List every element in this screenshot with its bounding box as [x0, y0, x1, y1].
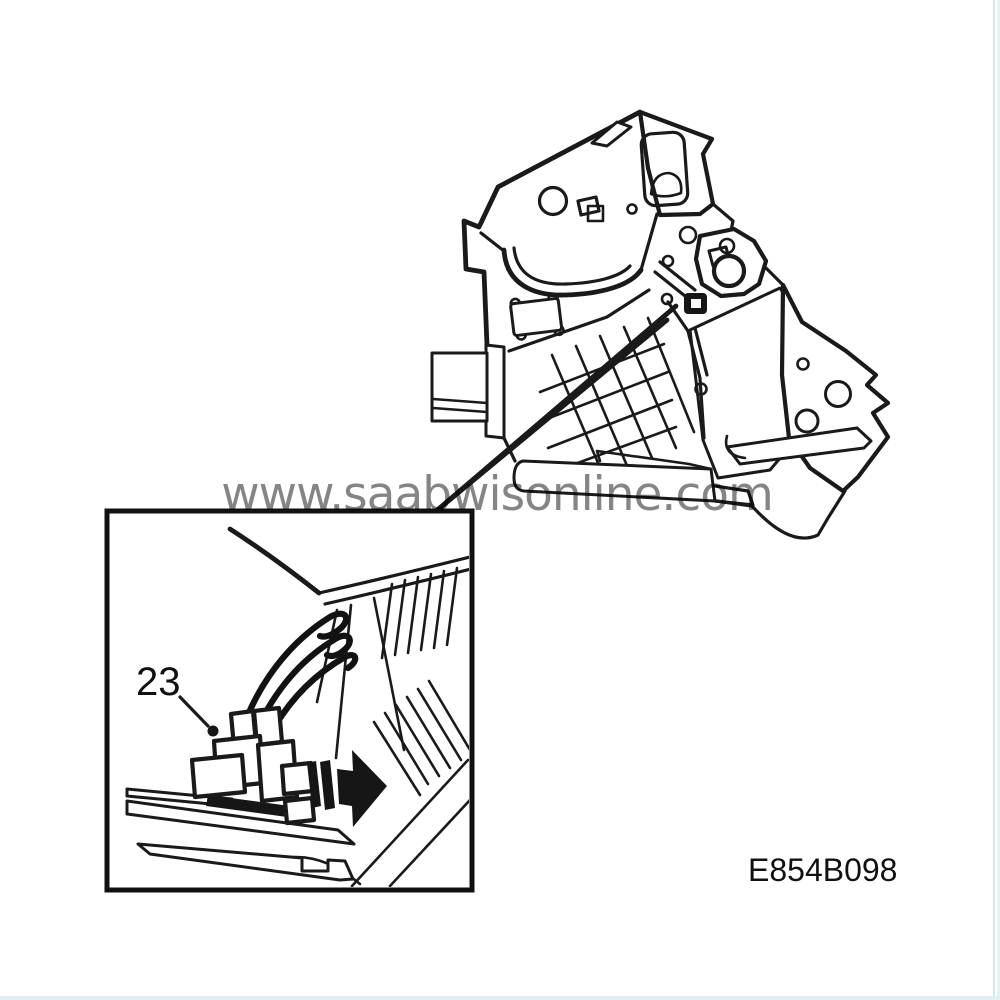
lid-tab — [586, 204, 605, 223]
lid-fold-line — [479, 231, 506, 253]
blower-scroll-outer — [501, 247, 644, 298]
wire-3 — [271, 652, 359, 730]
actuator-shaft-circle — [711, 253, 747, 289]
duct-opening — [639, 130, 690, 208]
bracket-bolt-circle — [796, 357, 810, 371]
figure-code: E854B098 — [748, 852, 897, 888]
mid-panel-top-edge — [507, 288, 651, 353]
removal-direction-arrow-icon — [307, 750, 387, 827]
detail-box: 23 — [104, 508, 475, 893]
right-edge-tint-outer — [997, 0, 1000, 1000]
door-bolt-circle — [694, 382, 708, 396]
lower-diagonals — [350, 758, 469, 887]
right-arrow-icon — [337, 750, 387, 827]
duct-inner-curve — [649, 171, 683, 198]
connector-base — [206, 795, 290, 817]
hinge-pin-circle — [626, 203, 638, 215]
arch-band-bottom — [323, 567, 469, 606]
actuator-bolt-circle — [678, 225, 698, 245]
lid-notch — [576, 195, 601, 217]
housing-left-outline — [461, 109, 643, 348]
blower-box-vents — [431, 397, 489, 414]
connector-23-slot — [691, 299, 701, 308]
connector-wing — [189, 752, 248, 800]
callout-leader-line — [178, 695, 210, 728]
bottom-edge-tint — [0, 996, 1000, 1000]
upper-stripe-hatch — [380, 566, 459, 660]
bottom-tray — [512, 459, 717, 503]
lid-cap — [590, 120, 633, 148]
callout-23: 23 — [136, 660, 219, 737]
small-bolt-circle — [660, 292, 674, 306]
connector-23-detail — [189, 705, 317, 826]
connector-latch — [282, 795, 317, 826]
small-bolt-circle — [661, 254, 675, 268]
resistor-body — [509, 297, 564, 337]
wire-bundle — [243, 610, 359, 730]
wire-2 — [257, 632, 353, 725]
blower-scroll-inner — [512, 246, 632, 286]
arrow-tick-bar — [320, 760, 335, 810]
sill-rail-wide — [125, 799, 356, 846]
sill-bracket — [136, 842, 355, 882]
bracket-hole-circle — [794, 408, 820, 434]
arch-band-top — [317, 555, 469, 595]
watermark-text: www.saabwisonline.com — [221, 467, 773, 522]
callout-leader-wedge — [432, 303, 679, 515]
tray-lip — [595, 449, 713, 471]
callout-label: 23 — [136, 660, 181, 704]
right-edge-tint — [993, 0, 995, 1000]
resistor-pack — [509, 292, 565, 341]
detail-box-border — [104, 508, 475, 893]
lower-stripe-hatch — [372, 679, 469, 797]
scroll-to-duct-edge — [639, 212, 659, 272]
door-hinge-edge — [686, 326, 709, 440]
body-background-lines — [125, 526, 469, 887]
detail-box-content: 23 — [125, 526, 469, 887]
plate-to-bracket-edge — [762, 264, 785, 287]
bracket-hole-circle — [824, 380, 852, 408]
rail-hook — [724, 434, 747, 460]
actuator-bolt-circle — [718, 237, 736, 255]
bottom-right-wedge — [714, 489, 847, 540]
blower-side-plate — [484, 343, 506, 440]
leader-line-lower — [432, 317, 670, 515]
wire-1 — [243, 610, 350, 721]
lower-rail — [725, 426, 873, 466]
upper-duct — [637, 109, 716, 218]
callout-leader-dot — [207, 725, 219, 737]
fender-curve — [227, 526, 322, 596]
arrow-tick-bar — [307, 761, 321, 808]
lid-port-circle — [537, 185, 569, 217]
